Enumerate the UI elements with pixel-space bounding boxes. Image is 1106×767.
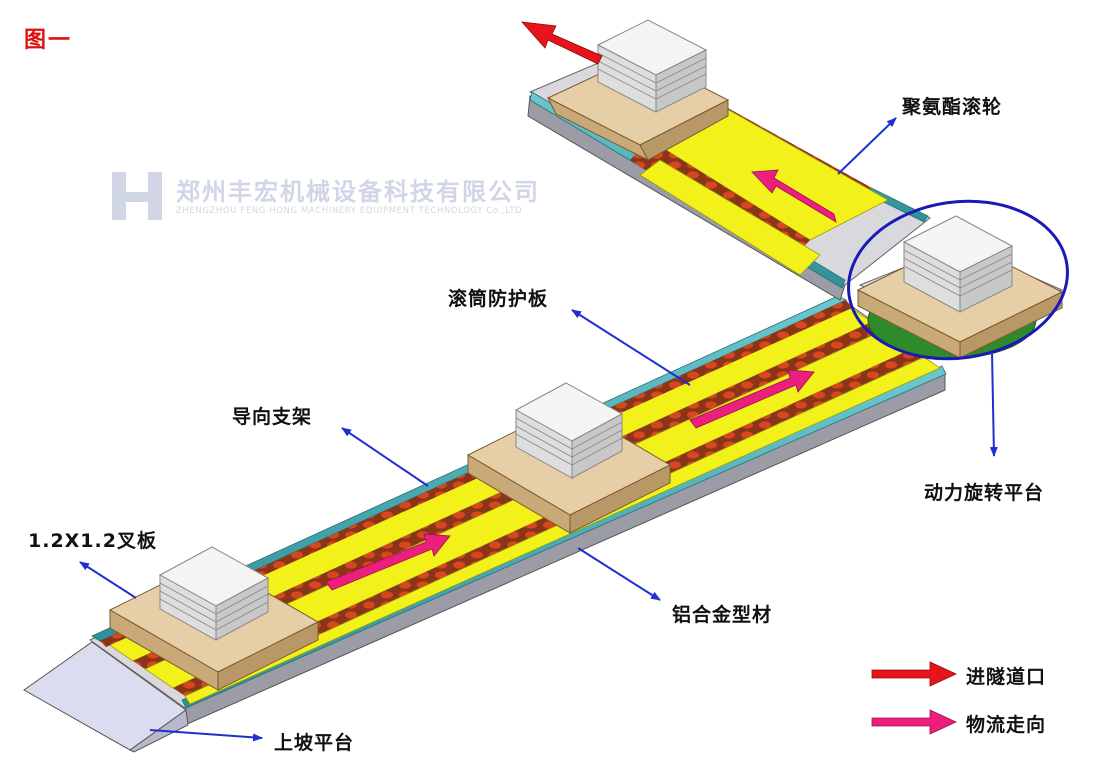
label-guide-bracket: 导向支架 [232,406,313,428]
label-polyurethane-roller: 聚氨酯滚轮 [902,96,1003,118]
callout-arrow-roller [837,117,897,175]
flow-arrow-1 [325,533,451,591]
callout-arrow-guard [571,309,691,386]
callout-arrows [79,117,998,742]
upper-guard-lane-2 [639,159,821,276]
conveyor-upper-section [527,57,931,301]
roller-lane-2 [173,349,924,696]
pallet-stack-4 [856,215,1064,359]
flow-arrows [325,169,837,591]
label-ramp-platform: 上坡平台 [274,732,355,754]
callout-arrow-bracket [341,427,429,487]
rotary-platform-highlight [847,199,1069,361]
pallet-stack-1 [108,546,320,691]
pallet-stack-2 [466,382,672,534]
legend-tunnel-entrance: 进隧道口 [966,666,1047,688]
callout-arrow-ramp [149,729,263,742]
legend-pink-arrow-icon [871,709,957,735]
flow-arrow-2 [689,369,815,429]
label-aluminum-profile: 铝合金型材 [672,604,773,626]
label-rotary-platform: 动力旋转平台 [924,482,1045,504]
flow-arrow-3 [751,169,837,223]
legend-red-arrow-icon [871,661,957,687]
callout-arrow-rotary [989,351,998,457]
tunnel-exit-arrow [521,21,603,65]
figure-label: 图一 [24,28,73,53]
label-pallet: 1.2X1.2叉板 [28,530,157,552]
watermark-company-en: ZHENGZHOU FENG HONG MACHINERY EQUIPMENT … [176,206,523,216]
legend-flow-direction: 物流走向 [966,714,1047,736]
roller-guard-lane-3 [184,356,941,705]
watermark-company-cn: 郑州丰宏机械设备科技有限公司 [176,178,540,206]
pallet-stack-3 [546,19,730,162]
label-roller-guard: 滚筒防护板 [448,288,549,310]
callout-arrow-pallet [79,561,137,599]
company-logo-icon [112,172,162,220]
callout-arrow-profile [577,547,661,601]
